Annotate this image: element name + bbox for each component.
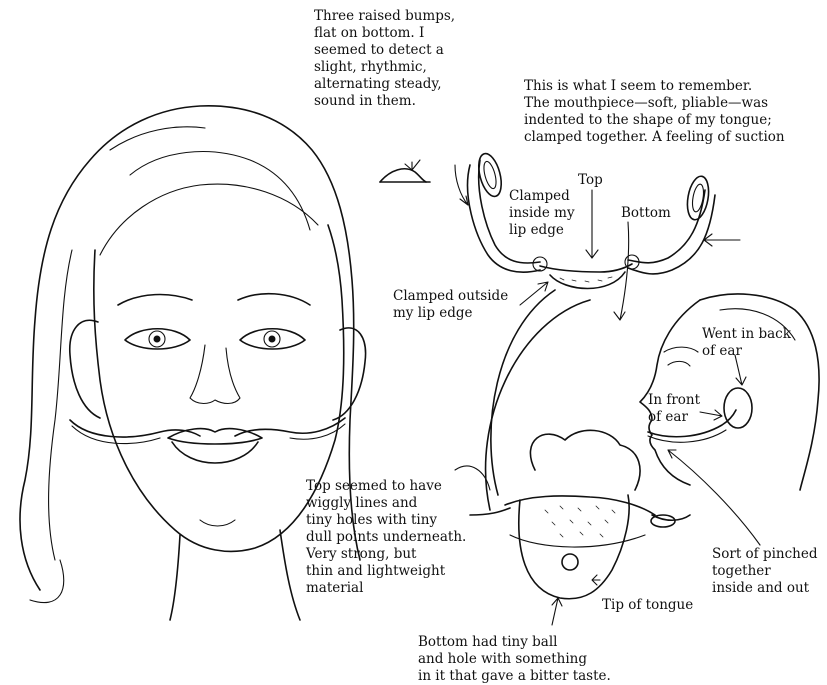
neck-left: [170, 535, 180, 620]
lip-clamp-left: [533, 257, 547, 271]
center-piece-texture: [560, 277, 612, 282]
label-clamped-inside: Clamped inside my lip edge: [509, 188, 575, 239]
arrow-tip-tongue: [592, 575, 600, 585]
label-top: Top: [578, 172, 603, 189]
bump-shape: [380, 169, 426, 182]
ear-right: [333, 328, 366, 420]
label-top-wiggly: Top seemed to have wiggly lines and tiny…: [306, 478, 466, 597]
label-in-front: In front of ear: [648, 392, 700, 426]
ear-clip-right-inner: [691, 183, 706, 212]
ear-clip-left-inner: [482, 160, 499, 190]
lips-upper: [168, 429, 262, 444]
profile-eye: [668, 361, 690, 366]
arrow-right-side: [704, 234, 740, 246]
tongue-texture: [545, 506, 615, 537]
chin-line: [200, 520, 235, 526]
profile-hair: [700, 294, 819, 490]
label-three-bumps: Three raised bumps, flat on bottom. I se…: [314, 8, 455, 110]
arrow-left-clip: [455, 165, 468, 205]
label-sort-pinched: Sort of pinched together inside and out: [712, 546, 818, 597]
tongue-outline: [530, 430, 640, 490]
arrow-top: [586, 190, 598, 258]
arrow-bottom-ball: [552, 598, 562, 625]
center-piece-bottom: [550, 272, 625, 289]
label-bottom-ball: Bottom had tiny ball and hole with somet…: [418, 634, 611, 685]
wire-arm-right: [628, 190, 705, 263]
arrow-pinched: [668, 450, 760, 545]
profile-ear: [724, 388, 752, 428]
label-bottom: Bottom: [621, 205, 671, 222]
neck-right: [280, 530, 300, 620]
mouthpiece-overlay: [505, 496, 655, 515]
arrow-in-front-ear: [700, 410, 722, 420]
hairline: [100, 184, 318, 255]
pupil-right: [269, 336, 275, 342]
arrow-clamped-outside: [520, 282, 548, 305]
hair-strand: [49, 250, 72, 560]
curved-arrow-bottom: [486, 300, 590, 510]
nose: [190, 345, 240, 404]
tiny-ball: [562, 554, 578, 570]
label-clamped-outside: Clamped outside my lip edge: [393, 288, 508, 322]
ear-clip-right: [684, 175, 711, 222]
pupil-left: [154, 336, 160, 342]
hair-strand: [130, 152, 310, 230]
label-went-in-back: Went in back of ear: [702, 326, 791, 360]
label-remember: This is what I seem to remember. The mou…: [524, 78, 785, 146]
eyebrow-left: [118, 295, 192, 305]
label-tip-tongue: Tip of tongue: [602, 597, 693, 614]
lips-lower: [172, 442, 258, 463]
center-piece: [540, 264, 632, 272]
profile-brow: [664, 347, 698, 352]
eyebrow-right: [238, 294, 310, 305]
tongue-drawing: [455, 290, 690, 625]
